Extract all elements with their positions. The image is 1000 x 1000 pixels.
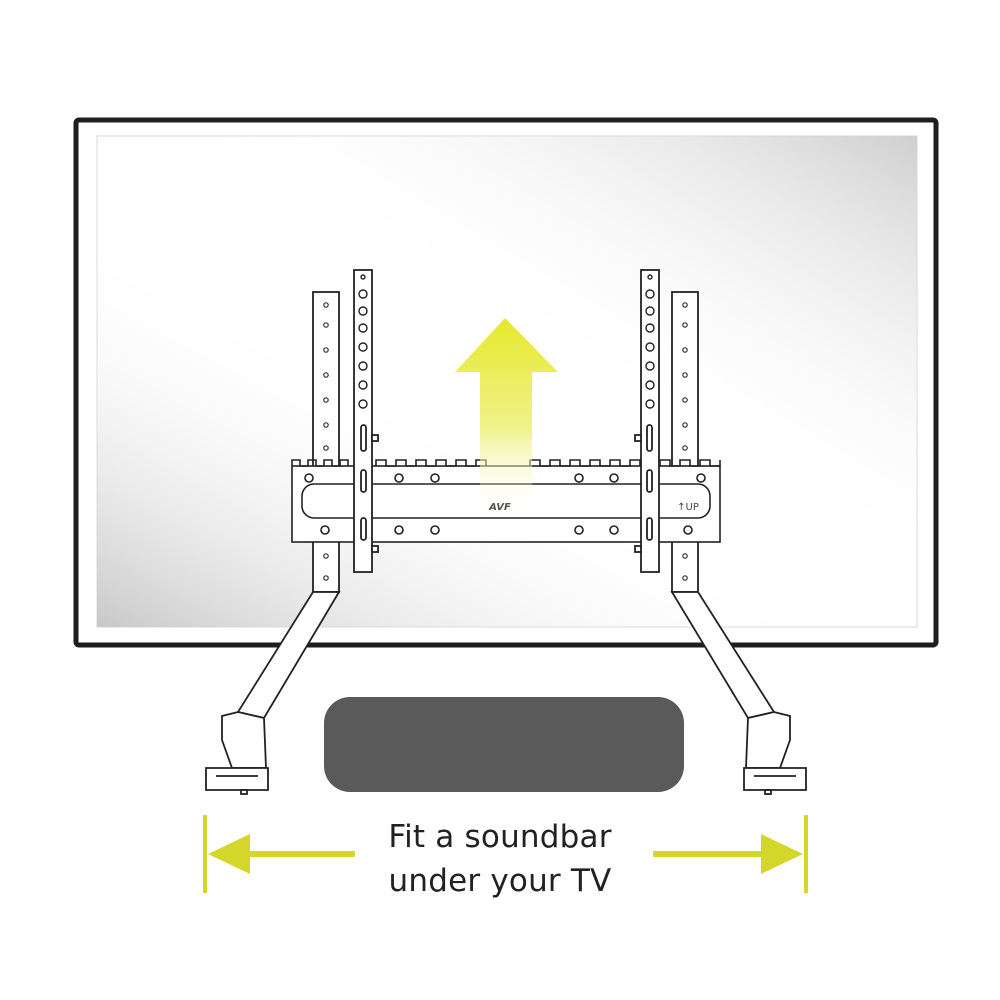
width-indicator [203,815,808,893]
caption-line-2: under your TV [388,863,612,899]
soundbar [324,697,684,792]
width-indicator-left-bar [203,815,207,893]
tv-arm-left-holes [358,274,368,409]
caption-line-1: Fit a soundbar [388,819,612,855]
bracket-up-label: ↑UP [677,502,699,513]
tv-arm-right [634,269,660,573]
arrow-right-icon [653,834,803,874]
arrow-up-icon [455,318,558,515]
arrow-left-icon [208,834,355,874]
tv-arm-right-holes [645,274,655,409]
width-indicator-right-bar [804,815,808,893]
tv-arm-left [353,269,379,573]
